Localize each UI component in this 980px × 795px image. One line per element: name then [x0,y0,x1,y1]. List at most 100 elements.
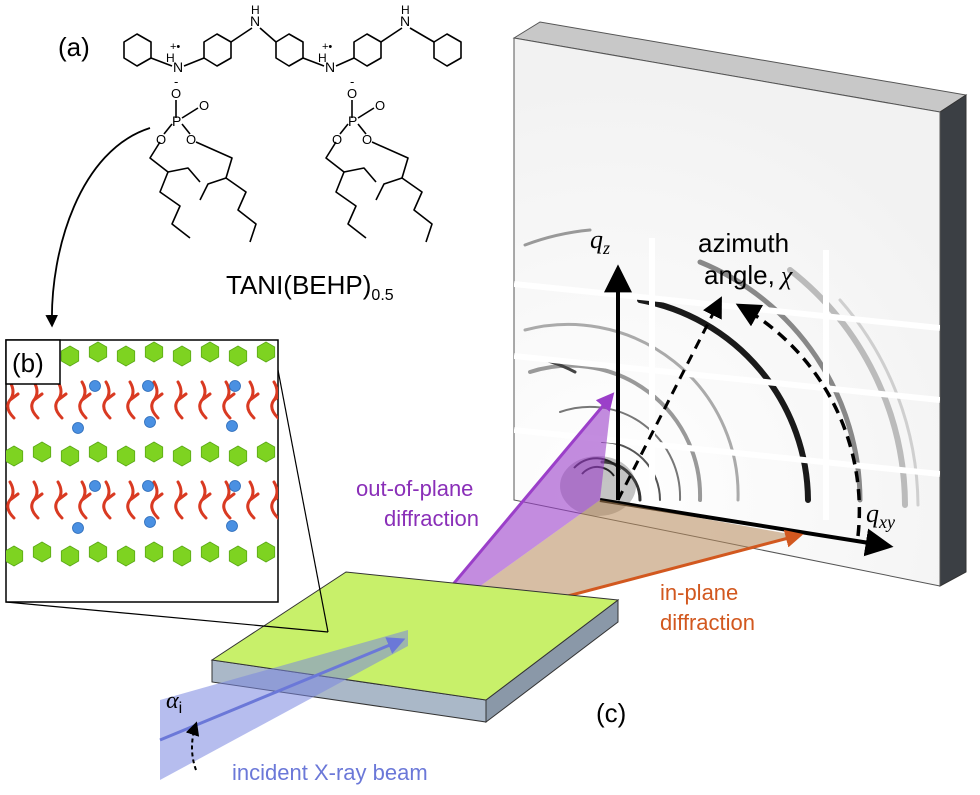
incident-beam [159,630,408,780]
lattice-hexagon [88,341,108,363]
atom-o-db-2: O [375,98,385,113]
lattice-hexagon [88,441,108,463]
side-chain [270,480,278,520]
atom-o-r-1: O [186,132,196,147]
bond-4 [259,27,277,43]
side-chain [102,480,116,520]
side-chain [6,480,20,520]
p2-o-left [339,123,349,135]
atom-o-minus-1: O [171,86,181,101]
p2-o-bottom [357,123,367,135]
atom-h-2: H [251,3,260,17]
p1-o-right [181,107,199,119]
side-chain [222,380,236,420]
bond-5 [302,57,325,67]
phosphate-bead [142,480,154,492]
side-chain [6,380,20,420]
lattice-hexagon [60,545,80,567]
alpha-angle-arc [185,721,200,771]
ring-1 [600,460,642,502]
phosphate-bead [229,380,241,392]
lattice-hexagon [172,445,192,467]
benzene-ring-1 [123,33,152,67]
minus-2: - [350,74,354,89]
ring-7 [697,259,863,503]
lattice-hexagon [172,545,192,567]
lattice-hexagon [256,341,276,363]
lattice-hexagon [116,345,136,367]
side-chain [246,480,260,520]
bond-6 [335,57,355,67]
lattice-hexagon [116,545,136,567]
inset-lattice [6,341,278,567]
lattice-hexagon [60,345,80,367]
benzene-ring-4 [353,33,382,67]
bond-3 [230,27,253,43]
lattice-hexagon [228,345,248,367]
side-chain [198,380,212,420]
alkyl-chain-1-branch [167,167,201,183]
phosphate-bead [229,480,241,492]
lattice-hexagon [6,545,24,567]
side-chain [174,380,188,420]
lattice-hexagon [144,541,164,563]
alpha-label: αi [166,688,182,717]
atom-p-1: P [172,113,181,129]
alkyl-chain-2-branch [199,177,227,201]
lattice-hexagon [60,445,80,467]
atom-n-4: N [400,13,410,29]
molecule-name-main: TANI(BEHP) [226,270,371,300]
incident-beam-arrow [159,637,406,742]
side-chain [198,480,212,520]
side-chain [102,380,116,420]
azimuth-label-line2: angle,χ [704,260,793,290]
in-plane-label-2: diffraction [660,610,755,635]
side-chain [54,380,68,420]
bond-7 [380,27,403,43]
lattice-hexagon [88,541,108,563]
atom-h-1: H [166,51,175,65]
side-chain [270,380,278,420]
pointer-arrow [45,127,151,328]
phosphate-bead [226,420,238,432]
side-chain [150,380,164,420]
lattice-hexagon [200,441,220,463]
atom-o-l-2: O [332,132,342,147]
lattice-hexagon [200,541,220,563]
p1-o-bottom [181,123,191,135]
phosphate-bead [89,480,101,492]
alkyl-chain-4 [371,141,433,243]
atom-o-db-1: O [199,98,209,113]
out-of-plane-label-2: diffraction [384,506,479,531]
molecule-structure [45,27,462,328]
lattice-hexagon [32,441,52,463]
lattice-hexagon [256,441,276,463]
zoom-line-top [277,369,329,633]
lattice-hexagon [228,445,248,467]
side-chain [222,480,236,520]
alkyl-chain-2 [195,141,257,243]
alkyl-chain-3 [325,141,367,239]
gap-h-2 [514,353,940,403]
atom-o-minus-2: O [347,86,357,101]
detector [512,21,968,587]
azimuth-label-line1: azimuth [698,228,789,258]
atom-n-2: N [250,13,260,29]
lattice-hexagon [228,545,248,567]
minus-1: - [174,74,178,89]
atom-o-l-1: O [156,132,166,147]
benzene-ring-3 [275,33,304,67]
side-chain [54,480,68,520]
side-chain [126,380,140,420]
phosphate-bead [142,380,154,392]
phosphate-bead [72,422,84,434]
side-chain [78,480,92,520]
panel-label-c: (c) [596,698,626,728]
p1-o-left [163,123,173,135]
azimuth-arc [735,303,862,537]
inset-label-box [5,339,61,385]
panel-label-b: (b) [12,348,44,378]
charge-1: +• [170,41,180,53]
ring-3 [559,405,682,501]
